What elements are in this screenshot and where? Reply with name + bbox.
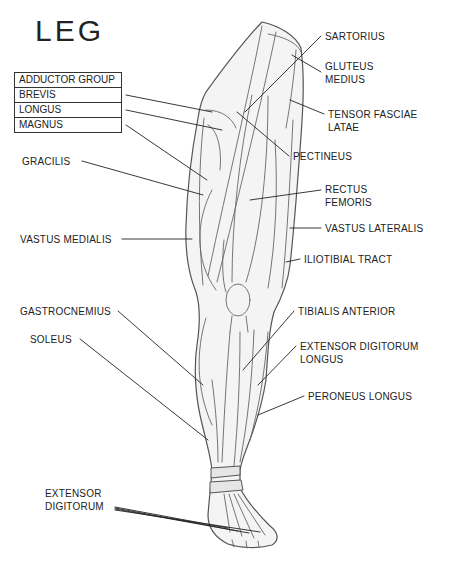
muscle-label: ILIOTIBIAL TRACT	[304, 253, 392, 266]
leader-lines	[292, 55, 321, 72]
muscle-name: LONGUS	[15, 103, 121, 118]
muscle-lines	[212, 380, 218, 462]
group-box: ADDUCTOR GROUPBREVISLONGUSMAGNUS	[14, 72, 122, 133]
ankle-bands	[210, 466, 243, 493]
foot-tendons	[258, 541, 259, 547]
muscle-lines	[208, 125, 221, 170]
muscle-label: SARTORIUS	[325, 30, 385, 43]
muscle-lines	[208, 26, 262, 276]
leader-lines	[82, 161, 203, 195]
muscle-label: PERONEUS LONGUS	[308, 390, 412, 403]
muscle-name: MAGNUS	[15, 118, 121, 132]
muscle-lines	[206, 110, 236, 128]
leader-lines	[126, 125, 207, 180]
muscle-lines	[217, 32, 276, 282]
muscle-label: PECTINEUS	[293, 150, 352, 163]
muscle-lines	[222, 332, 230, 462]
muscle-label: SOLEUS	[30, 333, 72, 346]
muscle-lines	[226, 284, 250, 316]
foot-tendons	[224, 494, 265, 548]
leader-lines	[258, 396, 304, 415]
ankle-bands	[211, 466, 240, 478]
muscle-label: GRACILIS	[22, 155, 70, 168]
muscle-lines	[200, 190, 216, 290]
foot-tendons	[246, 541, 247, 548]
leader-lines	[237, 112, 289, 156]
muscle-label: GASTROCNEMIUS	[20, 305, 111, 318]
leader-lines	[126, 95, 212, 112]
muscle-lines	[286, 50, 296, 128]
leg-outline	[186, 22, 303, 548]
muscle-name: BREVIS	[15, 88, 121, 103]
muscle-label: EXTENSOR DIGITORUM LONGUS	[300, 340, 425, 366]
leg-outline	[186, 22, 303, 548]
muscle-lines	[246, 96, 268, 282]
muscle-lines	[234, 332, 240, 466]
muscle-label: GLUTEUS MEDIUS	[325, 60, 387, 86]
muscle-lines	[232, 95, 252, 282]
muscle-label: VASTUS MEDIALIS	[20, 233, 112, 246]
leader-lines	[115, 510, 260, 532]
leader-lines	[286, 259, 300, 262]
leader-lines	[80, 339, 208, 440]
muscle-lines	[199, 26, 301, 466]
muscle-label: TENSOR FASCIAE LATAE	[328, 108, 423, 134]
leader-lines	[290, 100, 324, 114]
leader-lines	[118, 311, 203, 385]
muscle-lines	[199, 318, 212, 425]
muscle-lines	[268, 34, 301, 52]
muscle-lines	[223, 240, 226, 292]
leader-lines	[250, 190, 321, 200]
diagram-title: LEG	[35, 14, 104, 48]
leader-lines	[245, 36, 321, 112]
ankle-bands	[210, 480, 243, 493]
foot-tendons	[234, 494, 254, 538]
foot-tendons	[232, 540, 234, 547]
muscle-label: VASTUS LATERALIS	[325, 222, 423, 235]
muscle-lines	[240, 330, 254, 462]
leader-lines	[290, 228, 321, 229]
leader-lines	[122, 239, 192, 240]
muscle-lines	[246, 316, 248, 332]
muscle-lines	[268, 140, 276, 288]
leader-lines	[243, 311, 294, 370]
leader-lines	[126, 110, 222, 130]
muscle-label: RECTUS FEMORIS	[325, 183, 385, 209]
muscle-label: TIBIALIS ANTERIOR	[298, 305, 395, 318]
muscle-lines	[282, 120, 293, 288]
muscle-lines	[250, 332, 268, 440]
leader-lines	[258, 346, 296, 385]
group-heading: ADDUCTOR GROUP	[15, 73, 121, 88]
muscle-lines	[230, 316, 232, 332]
muscle-label: EXTENSOR DIGITORUM	[45, 487, 115, 513]
